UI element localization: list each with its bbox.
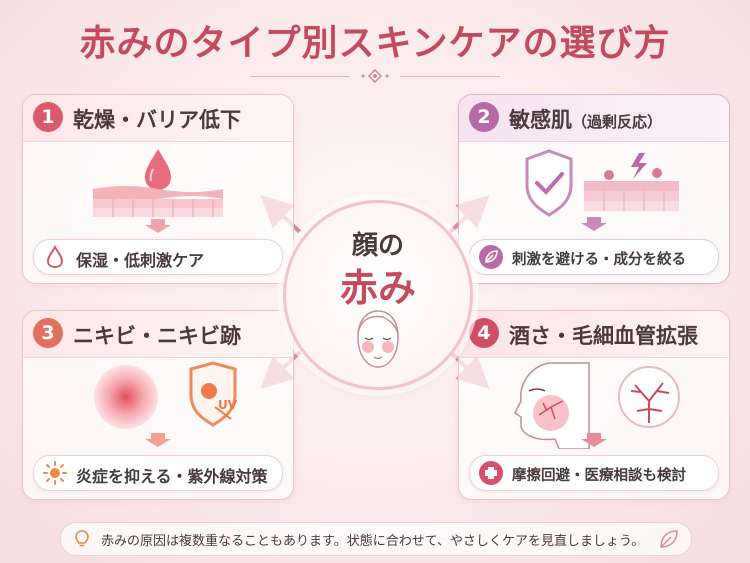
card-heading-text: ニキビ・ニキビ跡 — [73, 323, 241, 348]
acne-uv-illustration: UV — [94, 361, 238, 447]
care-text: 炎症を抑える・紫外線対策 — [76, 467, 268, 486]
center-circle: 顔の 赤み — [283, 200, 473, 390]
card-dry-barrier: 1 乾燥・バリア低下 保湿・低刺激ケア — [22, 94, 294, 284]
card-header: 1 乾燥・バリア低下 — [23, 95, 293, 142]
card-number: 1 — [33, 102, 63, 132]
title-divider-right — [400, 76, 500, 77]
card-heading: 酒さ・毛細血管拡張 — [509, 320, 698, 350]
card-header: 2 敏感肌（過剰反応） — [459, 95, 729, 142]
care-text: 保湿・低刺激ケア — [76, 251, 205, 270]
card-number: 4 — [469, 318, 499, 348]
uv-label: UV — [218, 398, 238, 412]
card-heading: 敏感肌（過剰反応） — [509, 104, 662, 134]
title-divider-left — [250, 76, 350, 77]
card-rosacea: 4 酒さ・毛細血管拡張 摩擦回避・医療相談も検討 — [458, 310, 730, 500]
card-number: 2 — [469, 102, 499, 132]
care-pill: 炎症を抑える・紫外線対策 — [33, 455, 283, 491]
card-acne: 3 ニキビ・ニキビ跡 UV 炎症を抑える・紫外線対策 — [22, 310, 294, 500]
care-pill: 摩擦回避・医療相談も検討 — [469, 455, 719, 491]
skin-layer-droplet-illustration — [93, 149, 223, 233]
ornament-icon — [361, 68, 389, 84]
rosacea-illustration — [514, 362, 680, 449]
card-heading: ニキビ・ニキビ跡 — [73, 320, 241, 350]
card-sensitive-skin: 2 敏感肌（過剰反応） 刺激を避ける・成分を絞る — [458, 94, 730, 284]
leaf-icon — [660, 530, 678, 548]
card-heading-text: 乾燥・バリア低下 — [73, 107, 241, 132]
medical-plus-icon — [479, 461, 503, 485]
lightbulb-icon — [75, 530, 89, 547]
care-text: 摩擦回避・医療相談も検討 — [512, 467, 686, 484]
card-header: 4 酒さ・毛細血管拡張 — [459, 311, 729, 358]
card-header: 3 ニキビ・ニキビ跡 — [23, 311, 293, 358]
care-pill: 保湿・低刺激ケア — [33, 239, 283, 275]
sun-icon — [43, 461, 67, 485]
care-text: 刺激を避ける・成分を絞る — [512, 251, 686, 268]
face-icon — [357, 310, 399, 368]
card-heading-text: 酒さ・毛細血管拡張 — [509, 323, 698, 348]
footer-note: 赤みの原因は複数重なることもあります。状態に合わせて、やさしくケアを見直しましょ… — [60, 522, 692, 556]
card-heading-text: 敏感肌 — [509, 107, 572, 132]
droplet-icon — [46, 244, 64, 269]
shield-skin-illustration — [525, 149, 679, 231]
care-pill: 刺激を避ける・成分を絞る — [469, 239, 719, 275]
leaf-icon — [479, 245, 503, 269]
card-subheading: （過剰反応） — [572, 113, 663, 131]
card-number: 3 — [33, 318, 63, 348]
page-title: 赤みのタイプ別スキンケアの選び方 — [79, 22, 671, 64]
footer-text: 赤みの原因は複数重なることもあります。状態に合わせて、やさしくケアを見直しましょ… — [101, 534, 645, 549]
center-line-2: 赤み — [339, 265, 416, 310]
card-heading: 乾燥・バリア低下 — [73, 104, 241, 134]
center-line-1: 顔の — [351, 231, 404, 261]
